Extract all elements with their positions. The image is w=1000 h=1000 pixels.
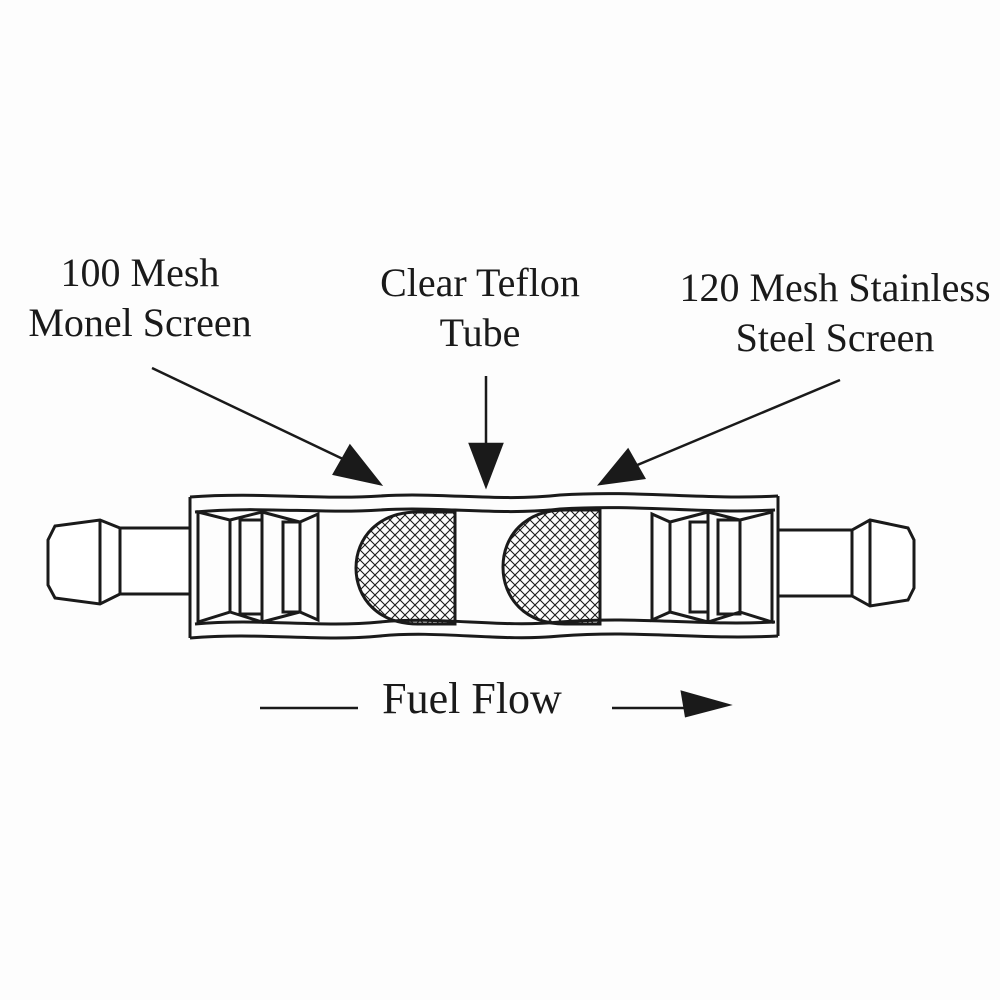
monel-screen-label: 100 Mesh Monel Screen <box>10 248 270 348</box>
teflon-tube-label-line1: Clear Teflon <box>380 260 580 305</box>
fuel-flow-arrow <box>260 690 733 718</box>
left-inner-fitting <box>196 510 320 625</box>
stainless-steel-screen <box>501 508 602 626</box>
stainless-screen-label-line2: Steel Screen <box>735 315 935 360</box>
stainless-screen-label: 120 Mesh Stainless Steel Screen <box>670 263 1000 363</box>
monel-arrowhead-icon <box>332 443 384 486</box>
pointer-arrows <box>151 366 841 490</box>
clear-teflon-tube <box>188 492 780 640</box>
flow-arrowhead-icon <box>680 690 733 718</box>
stainless-screen-label-line1: 120 Mesh Stainless <box>679 265 991 310</box>
stainless-pointer-line <box>634 378 841 468</box>
fuel-flow-label: Fuel Flow <box>382 674 562 723</box>
teflon-tube-label-line2: Tube <box>439 310 521 355</box>
monel-screen <box>354 510 457 626</box>
tube-arrowhead-icon <box>468 442 504 490</box>
monel-pointer-line <box>151 366 346 462</box>
monel-screen-label-line2: Monel Screen <box>28 300 252 345</box>
right-barb-fitting <box>776 518 916 608</box>
monel-screen-label-line1: 100 Mesh <box>60 250 220 295</box>
stainless-arrowhead-icon <box>597 447 647 486</box>
teflon-tube-label: Clear Teflon Tube <box>360 258 600 358</box>
right-inner-fitting <box>650 510 774 625</box>
left-barb-fitting <box>46 518 192 606</box>
